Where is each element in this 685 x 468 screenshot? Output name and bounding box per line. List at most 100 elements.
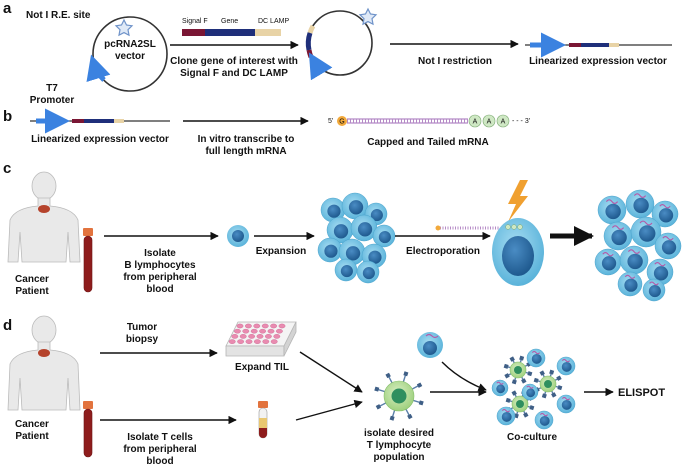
mrna-cap-icon: [337, 116, 347, 126]
panel-b: Linearized expression vector In vitro tr…: [30, 108, 530, 157]
tail-label-1: A: [473, 119, 478, 126]
well-icon: [270, 323, 277, 329]
selected-t-cell: [374, 371, 424, 421]
isolate-desired-caption-2: T lymphocyte: [367, 440, 432, 451]
plasmid-gene-arc: [305, 32, 313, 51]
isolate-b-caption-1: Isolate: [144, 248, 176, 259]
plasmid-lamp-arc: [307, 24, 316, 34]
b-cell: [597, 195, 627, 225]
linearized-caption-a: Linearized expression vector: [529, 56, 667, 67]
b-cell: [534, 410, 554, 430]
tumor-icon: [38, 349, 50, 357]
t7-promoter-arrow-icon: [308, 52, 333, 81]
gene-segment: [205, 29, 255, 36]
b-cell: [646, 258, 674, 286]
biopsy-caption-2: biopsy: [126, 334, 159, 345]
b-cell: [630, 216, 662, 248]
b-cell: [356, 260, 380, 284]
coculture-caption: Co-culture: [507, 432, 557, 443]
poly-a-bead: [482, 114, 496, 128]
three-prime-label: - - - 3': [512, 118, 530, 125]
well-icon: [250, 328, 258, 334]
linearized-vector-a: [525, 32, 672, 58]
patient-icon: [7, 315, 81, 411]
well-icon: [245, 339, 253, 344]
tumor-icon: [38, 205, 50, 213]
b-cell: [334, 258, 358, 282]
well-icon: [275, 328, 283, 334]
panel-c: Cancer Patient Isolate B lymphocytes fro…: [7, 171, 682, 302]
poly-a-bead: [468, 114, 482, 128]
linearized-vector-b: [30, 108, 170, 134]
b-cell-single: [227, 225, 249, 247]
b-cell: [556, 356, 576, 376]
electroporation-caption: Electroporation: [406, 246, 480, 257]
poly-a-bead: [496, 114, 510, 128]
well-icon: [253, 339, 261, 344]
cap-label: G: [339, 119, 344, 126]
b-cell: [654, 232, 682, 260]
dc-lamp-segment: [255, 29, 281, 36]
restriction-site-star-icon: [358, 7, 378, 26]
clone-caption-1: Clone gene of interest with: [170, 56, 298, 67]
biopsy-caption-1: Tumor: [127, 322, 157, 333]
patient-label-c-2: Patient: [15, 286, 49, 297]
panel-label-b: b: [3, 108, 12, 125]
patient-label-c-1: Cancer: [15, 274, 49, 285]
b-cell: [651, 200, 679, 228]
isolate-desired-caption-1: isolate desired: [364, 428, 434, 439]
mrna-small-cap: [435, 225, 441, 231]
t-cell: [503, 355, 533, 385]
well-icon: [267, 328, 275, 334]
well-icon: [236, 323, 244, 329]
well-icon: [270, 339, 278, 344]
panel-label-a: a: [3, 0, 12, 17]
expansion-caption: Expansion: [256, 246, 307, 257]
isolate-b-caption-2: B lymphocytes: [124, 260, 196, 271]
well-icon: [261, 323, 269, 329]
well-icon: [248, 334, 256, 339]
electroporated-b-cell: [492, 218, 544, 286]
vector-label-2: vector: [115, 51, 145, 62]
not-i-site-label: Not I R.E. site: [26, 10, 91, 21]
well-icon: [239, 334, 247, 339]
expand-til-caption: Expand TIL: [235, 362, 289, 373]
coculture-cluster: [491, 348, 576, 430]
well-icon: [244, 323, 252, 329]
b-cell: [317, 237, 343, 263]
well-icon: [228, 339, 236, 344]
signal-f-segment: [182, 29, 205, 36]
tail-label-3: A: [501, 119, 506, 126]
well-icon: [259, 328, 266, 334]
plasmid-signal-arc: [306, 49, 314, 58]
patient-label-d-2: Patient: [15, 431, 49, 442]
patient-label-d-1: Cancer: [15, 419, 49, 430]
b-cell: [491, 379, 509, 397]
plasmid-vector: [92, 16, 168, 92]
clone-caption-2: Signal F and DC LAMP: [180, 68, 288, 79]
well-icon: [256, 334, 264, 339]
well-icon: [273, 334, 281, 339]
b-cell: [526, 348, 546, 368]
gene-label: Gene: [221, 18, 238, 25]
promoter-label-2: Promoter: [30, 95, 75, 106]
transfected-b-cell-cluster: [594, 189, 682, 302]
restriction-caption: Not I restriction: [418, 56, 492, 67]
b-cell: [338, 238, 366, 266]
restriction-site-star-icon: [114, 18, 134, 37]
b-cell: [341, 192, 369, 220]
b-cell: [521, 383, 539, 401]
vector-label-1: pcRNA2SL: [104, 39, 156, 50]
transcribe-caption-2: full length mRNA: [205, 146, 286, 157]
t7-promoter-arrow-icon: [86, 54, 111, 83]
panel-a: Not I R.E. site pcRNA2SL vector T7 Promo…: [26, 7, 672, 106]
well-icon: [262, 339, 270, 344]
b-cell: [372, 224, 396, 248]
well-icon: [242, 328, 250, 334]
b-cell: [350, 214, 378, 242]
isolate-t-caption-3: blood: [146, 456, 173, 467]
isolate-b-caption-4: blood: [146, 284, 173, 295]
til-to-selection-arrow: [299, 351, 363, 393]
